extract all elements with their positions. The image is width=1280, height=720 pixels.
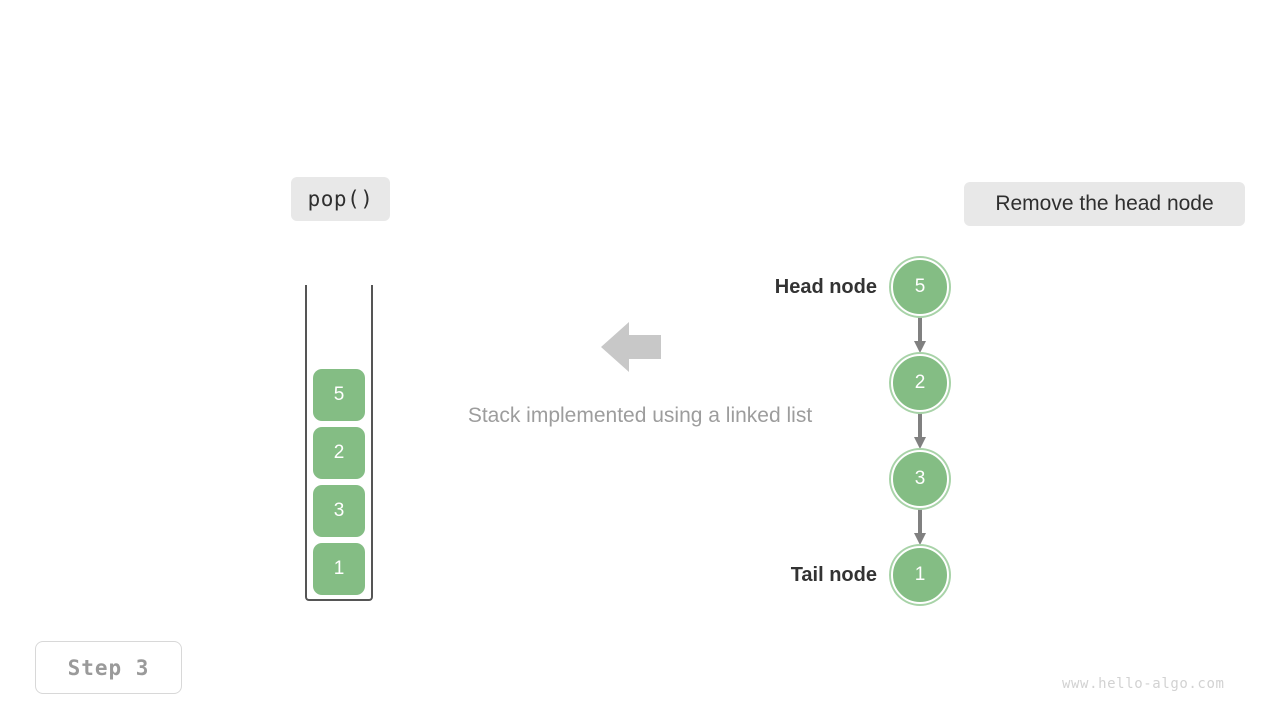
step-badge-label: Step 3 xyxy=(67,655,150,680)
stack-cell: 3 xyxy=(313,485,365,537)
watermark: www.hello-algo.com xyxy=(1062,676,1225,692)
linked-list-node-tail: 1 xyxy=(891,546,949,604)
stack-cell: 1 xyxy=(313,543,365,595)
diagram-caption: Stack implemented using a linked list xyxy=(467,404,813,427)
stack-visual: 5 2 3 1 xyxy=(305,285,373,601)
stack-cell-value: 3 xyxy=(333,500,345,521)
node-value: 3 xyxy=(914,468,926,489)
stack-cell-list: 5 2 3 1 xyxy=(305,369,373,595)
operation-chip: pop() xyxy=(291,177,390,221)
stack-cell-value: 2 xyxy=(333,442,345,463)
node-value: 1 xyxy=(914,564,926,585)
stack-container xyxy=(305,285,373,601)
node-value: 5 xyxy=(914,276,926,297)
linked-list-visual: Head node 5 2 3 Tail node 1 xyxy=(760,258,980,608)
operation-chip-label: pop() xyxy=(307,187,374,211)
action-chip-label: Remove the head node xyxy=(995,192,1214,215)
arrow-left-icon xyxy=(601,322,661,372)
link-arrow-icon xyxy=(914,316,926,353)
node-value: 2 xyxy=(914,372,926,393)
tail-node-label: Tail node xyxy=(790,564,877,586)
stack-cell: 2 xyxy=(313,427,365,479)
linked-list-node-head: 5 xyxy=(891,258,949,316)
linked-list-node: 3 xyxy=(891,450,949,508)
linked-list-node: 2 xyxy=(891,354,949,412)
action-description-chip: Remove the head node xyxy=(964,182,1245,226)
stack-cell-value: 1 xyxy=(333,558,345,579)
head-node-label: Head node xyxy=(774,276,877,298)
link-arrow-icon xyxy=(914,508,926,545)
link-arrow-icon xyxy=(914,412,926,449)
step-badge: Step 3 xyxy=(35,641,182,694)
stack-cell-value: 5 xyxy=(333,384,345,405)
stack-cell: 5 xyxy=(313,369,365,421)
